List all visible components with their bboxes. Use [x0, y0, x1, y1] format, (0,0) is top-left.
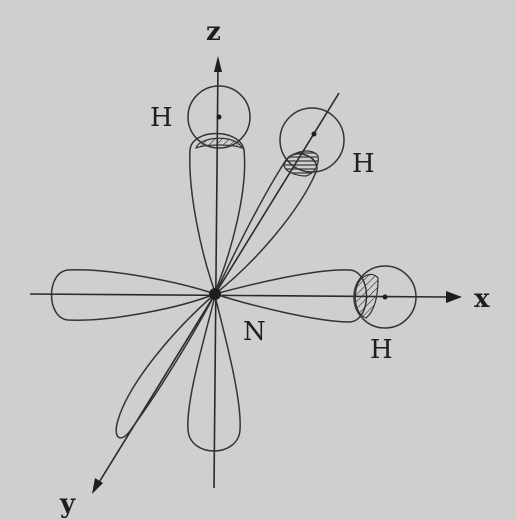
h-label-top: H: [150, 103, 173, 133]
h-nucleus-top: [216, 114, 222, 120]
z-axis-label: z: [206, 17, 221, 47]
h-nucleus-right: [382, 294, 388, 300]
y-axis-label: y: [59, 489, 76, 519]
h-sphere-top: [187, 85, 251, 149]
x-axis-arrowhead: [446, 291, 462, 303]
px-left-lobe: [50, 269, 216, 321]
n-label: N: [243, 317, 266, 347]
n-nucleus: [209, 288, 221, 300]
x-axis: [29, 293, 449, 298]
overlap-right: [354, 273, 379, 319]
overlap-top: [195, 137, 244, 150]
overlap-diag: [283, 150, 319, 177]
h-label-diag: H: [352, 149, 375, 179]
x-axis-label: x: [474, 284, 490, 314]
h-sphere-right: [353, 265, 417, 329]
z-axis-arrowhead: [214, 56, 222, 72]
y-axis-arrowhead: [92, 478, 103, 494]
h-label-right: H: [370, 335, 393, 365]
pz-lower-lobe: [187, 295, 241, 452]
h-nucleus-diag: [311, 131, 317, 137]
pz-upper-lobe: [189, 132, 246, 293]
z-axis: [213, 61, 219, 489]
py-lower-lobe: [115, 293, 216, 439]
